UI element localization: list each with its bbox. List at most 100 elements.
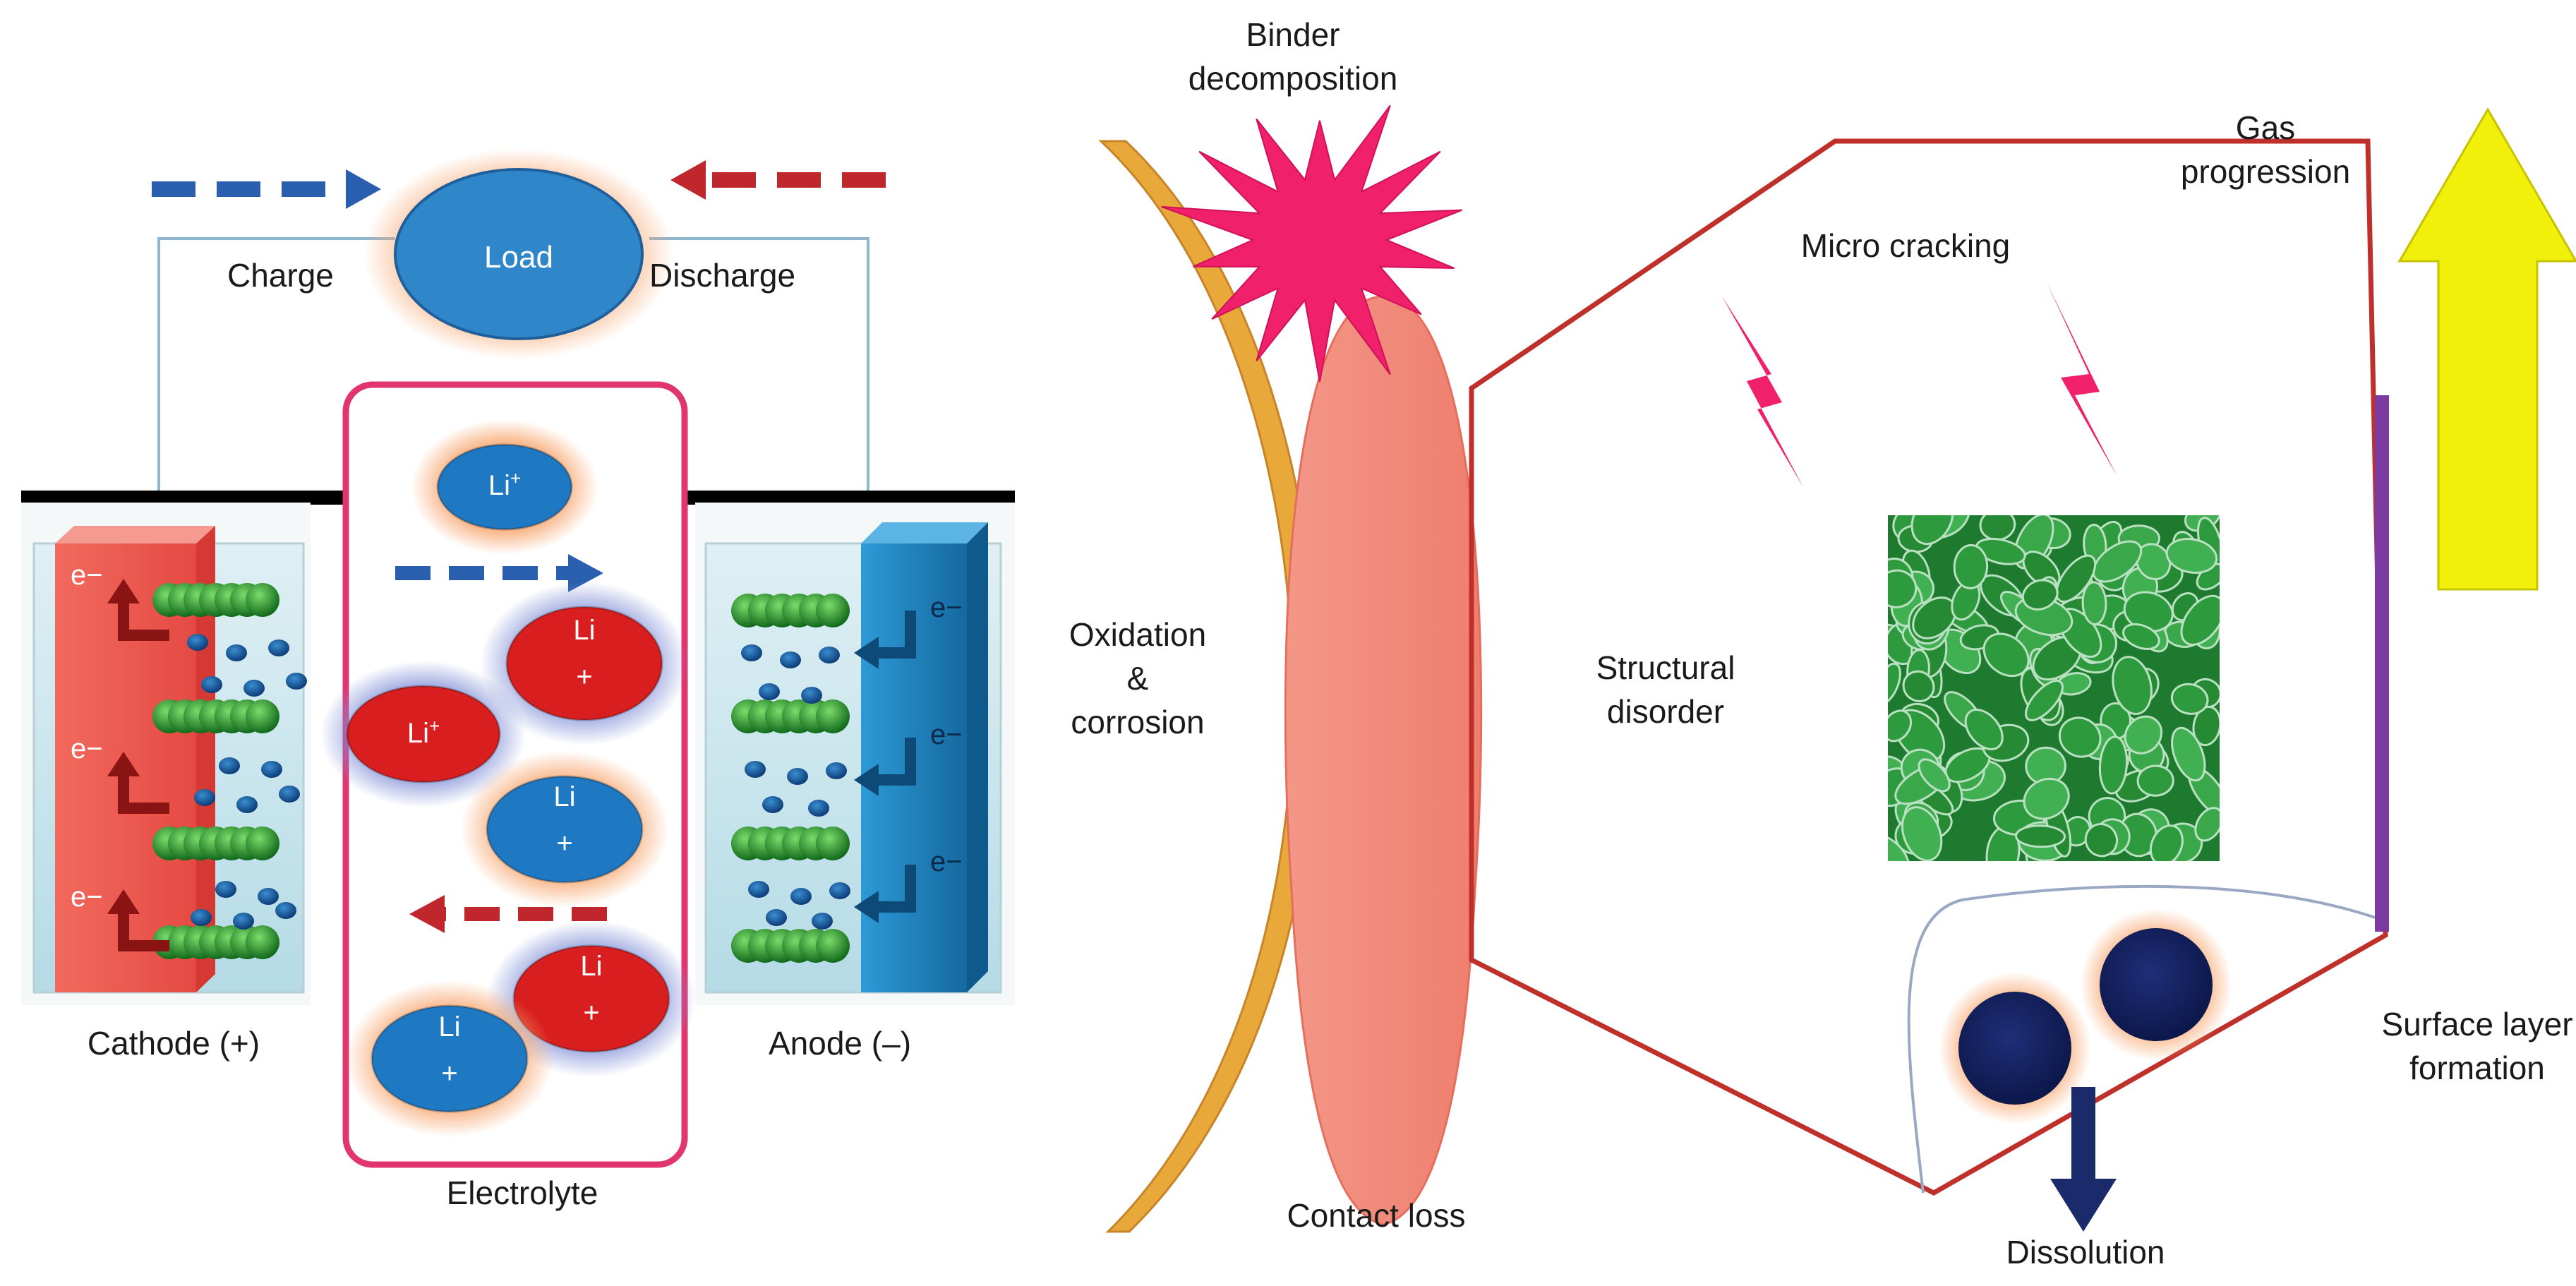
grain xyxy=(1902,670,1935,702)
li-ion xyxy=(486,775,644,884)
li-ion xyxy=(346,685,501,783)
grain xyxy=(1910,515,1954,546)
oxidation-corrosion-label: Oxidation&corrosion xyxy=(1069,616,1207,740)
cathode-active-particle xyxy=(246,699,279,733)
electron-label: e− xyxy=(71,560,103,591)
electron-flow-arrow xyxy=(118,600,169,641)
li-intercalated-dot xyxy=(759,683,780,700)
gas-progression-arrow xyxy=(2397,107,2576,591)
grain xyxy=(2122,623,2160,650)
li-ion xyxy=(436,443,573,531)
surface-layer-bar xyxy=(2375,395,2389,932)
electron-flow-arrow xyxy=(875,738,916,786)
grain xyxy=(2098,735,2129,795)
electron-flow-arrowhead xyxy=(107,752,140,776)
ion-label: Li+ xyxy=(573,615,596,692)
li-intercalated-dot xyxy=(741,644,762,661)
grain xyxy=(2023,777,2070,820)
anode-active-particle xyxy=(816,929,850,963)
cathode-active-particle xyxy=(246,583,279,617)
electron-flow-arrow xyxy=(875,611,916,659)
li-intercalated-dot xyxy=(194,789,215,806)
anode-label: Anode (–) xyxy=(768,1025,912,1062)
electron-label: e− xyxy=(930,592,963,623)
grain xyxy=(2092,540,2143,583)
grain xyxy=(2149,824,2184,861)
electron-flow-arrow xyxy=(875,865,916,913)
discharge-label: Discharge xyxy=(649,257,796,294)
surface-layer-boundary xyxy=(1907,884,2386,1194)
grain xyxy=(1888,662,1901,705)
structural-disorder-block xyxy=(1888,515,2220,861)
li-intercalated-dot xyxy=(268,639,289,656)
ion-label: Li+ xyxy=(488,467,522,501)
grain xyxy=(1964,709,2004,750)
grain xyxy=(2112,656,2153,715)
li-intercalated-dot xyxy=(748,881,769,898)
li-intercalated-dot xyxy=(766,909,787,926)
grain xyxy=(2015,824,2066,848)
cathode-active-particle xyxy=(246,827,279,860)
cathode-active-particle xyxy=(246,925,279,959)
li-intercalated-dot xyxy=(233,913,254,930)
corrosion-arc xyxy=(1098,140,1318,1233)
li-intercalated-dot xyxy=(829,882,850,899)
electron-flow-arrowhead xyxy=(107,579,140,603)
li-intercalated-dot xyxy=(826,762,847,779)
electron-label: e− xyxy=(71,733,103,764)
load-label: Load xyxy=(484,240,553,275)
ion-label: Li+ xyxy=(553,781,576,859)
grain xyxy=(1888,569,1918,608)
particle-hexagon xyxy=(1469,138,2388,1196)
grain xyxy=(2021,579,2059,611)
li-intercalated-dot xyxy=(215,881,236,898)
electron-label: e− xyxy=(930,719,963,750)
grain xyxy=(2170,683,2209,715)
cathode-layers xyxy=(107,579,307,959)
li-intercalated-dot xyxy=(808,800,829,817)
grain xyxy=(2194,807,2220,842)
grain xyxy=(2171,726,2206,782)
micro-crack-right xyxy=(2047,282,2117,476)
grain xyxy=(2081,581,2107,625)
li-intercalated-dot xyxy=(191,909,212,926)
li-intercalated-dot xyxy=(812,913,833,930)
li-intercalated-dot xyxy=(236,796,258,813)
ion-label: Li+ xyxy=(438,1011,461,1089)
circuit-wires xyxy=(157,237,869,498)
electron-label: e− xyxy=(71,882,103,913)
li-intercalated-dot xyxy=(275,902,296,919)
li-intercalated-dot xyxy=(219,757,240,774)
electron-flow-arrowhead xyxy=(854,891,879,923)
electron-flow-arrowhead xyxy=(854,764,879,796)
anode-active-particle xyxy=(816,827,850,860)
li-intercalated-dot xyxy=(790,888,812,905)
grain xyxy=(2180,594,2220,646)
li-intercalated-dot xyxy=(787,768,808,785)
grain xyxy=(2058,716,2102,758)
electron-flow-arrowhead xyxy=(107,889,140,914)
electron-flow-arrow xyxy=(118,773,169,814)
li-intercalated-dot xyxy=(226,644,247,661)
electron-flow-arrowhead xyxy=(854,637,879,669)
discharge-arrow xyxy=(670,160,886,200)
grain xyxy=(2025,680,2064,721)
li-intercalated-dot xyxy=(261,761,282,778)
dissolution-arrow xyxy=(2050,1087,2117,1232)
grain xyxy=(2192,705,2220,747)
grain xyxy=(1901,806,1943,861)
li-intercalated-dot xyxy=(801,687,822,704)
grain xyxy=(2084,823,2119,858)
grain xyxy=(1982,632,2030,678)
anode-active-particle xyxy=(816,699,850,733)
li-intercalated-dot xyxy=(745,761,766,778)
electrolyte-discharge-arrow xyxy=(409,895,607,933)
contact-loss-spindle xyxy=(1284,295,1483,1226)
grain xyxy=(1953,543,1989,589)
grain xyxy=(1888,709,1913,743)
electrolyte-label: Electrolyte xyxy=(446,1174,598,1211)
